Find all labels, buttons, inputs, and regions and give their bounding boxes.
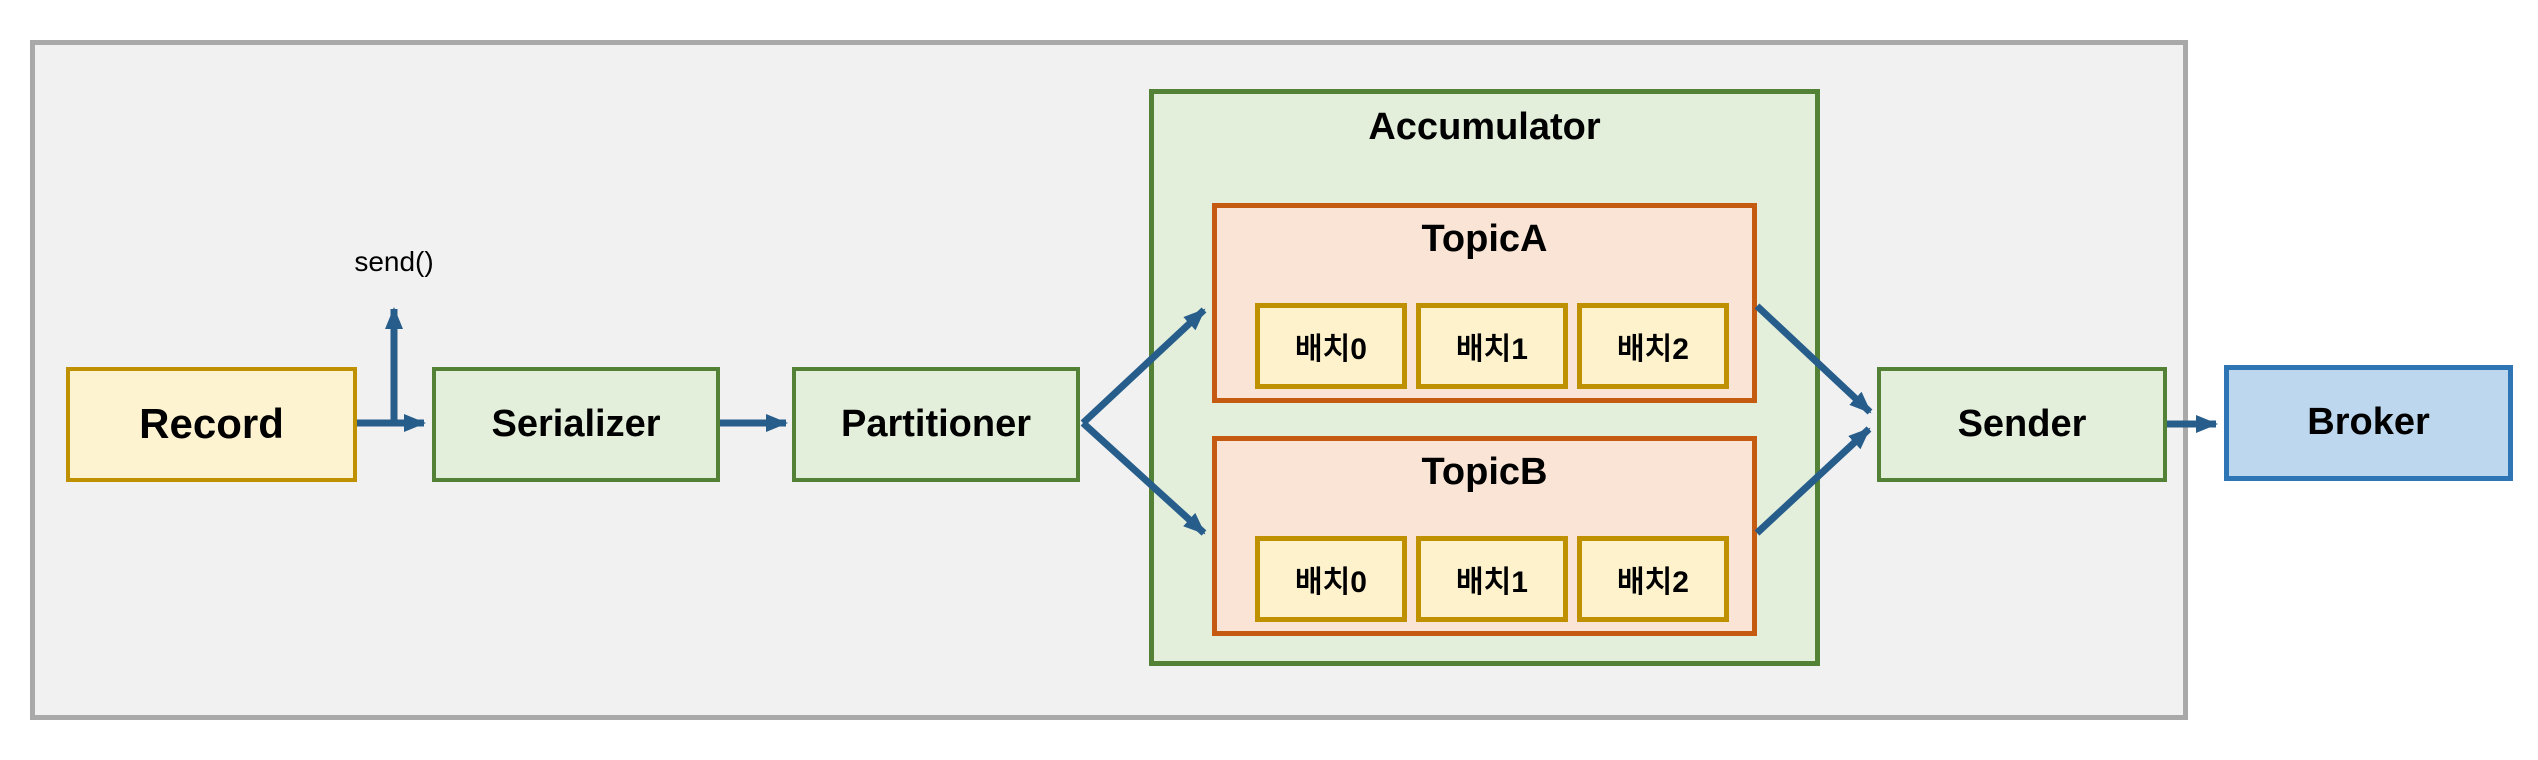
topic-b-container: TopicB 배치0 배치1 배치2 bbox=[1212, 436, 1757, 636]
record-node: Record bbox=[66, 367, 357, 482]
topic-a-title: TopicA bbox=[1421, 218, 1548, 260]
topic-a-batch-1: 배치1 bbox=[1416, 303, 1568, 389]
topic-a-batch-0: 배치0 bbox=[1255, 303, 1407, 389]
topic-b-title: TopicB bbox=[1421, 451, 1548, 493]
serializer-node: Serializer bbox=[432, 367, 720, 482]
partitioner-node: Partitioner bbox=[792, 367, 1080, 482]
topic-a-container: TopicA 배치0 배치1 배치2 bbox=[1212, 203, 1757, 403]
topic-a-batch-2: 배치2 bbox=[1577, 303, 1729, 389]
broker-node: Broker bbox=[2224, 365, 2513, 481]
topic-b-batch-1: 배치1 bbox=[1416, 536, 1568, 622]
topic-b-batch-2: 배치2 bbox=[1577, 536, 1729, 622]
sender-node: Sender bbox=[1877, 367, 2167, 482]
send-label: send() bbox=[354, 246, 434, 277]
accumulator-title: Accumulator bbox=[1368, 106, 1601, 148]
topic-b-batch-0: 배치0 bbox=[1255, 536, 1407, 622]
